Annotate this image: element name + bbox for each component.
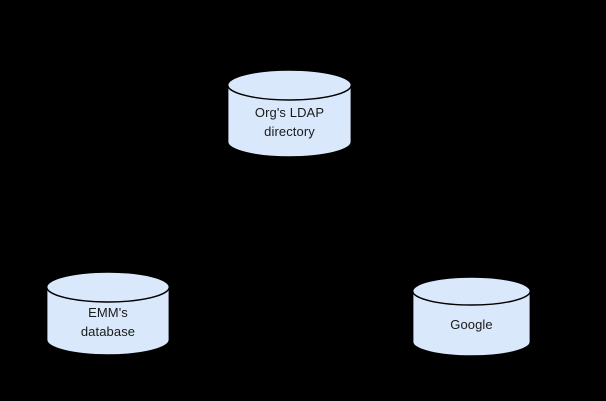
database-cylinder-ldap[interactable]: Org's LDAP directory — [226, 69, 353, 158]
cylinder-top-cap — [411, 276, 532, 306]
cylinder-shape-emm — [45, 271, 171, 356]
cylinder-top-cap — [45, 271, 171, 303]
database-cylinder-emm[interactable]: EMM's database — [45, 271, 171, 356]
cylinder-shape-ldap — [226, 69, 353, 158]
database-cylinder-google[interactable]: Google — [411, 276, 532, 357]
cylinder-top-cap — [226, 69, 353, 101]
cylinder-shape-google — [411, 276, 532, 357]
